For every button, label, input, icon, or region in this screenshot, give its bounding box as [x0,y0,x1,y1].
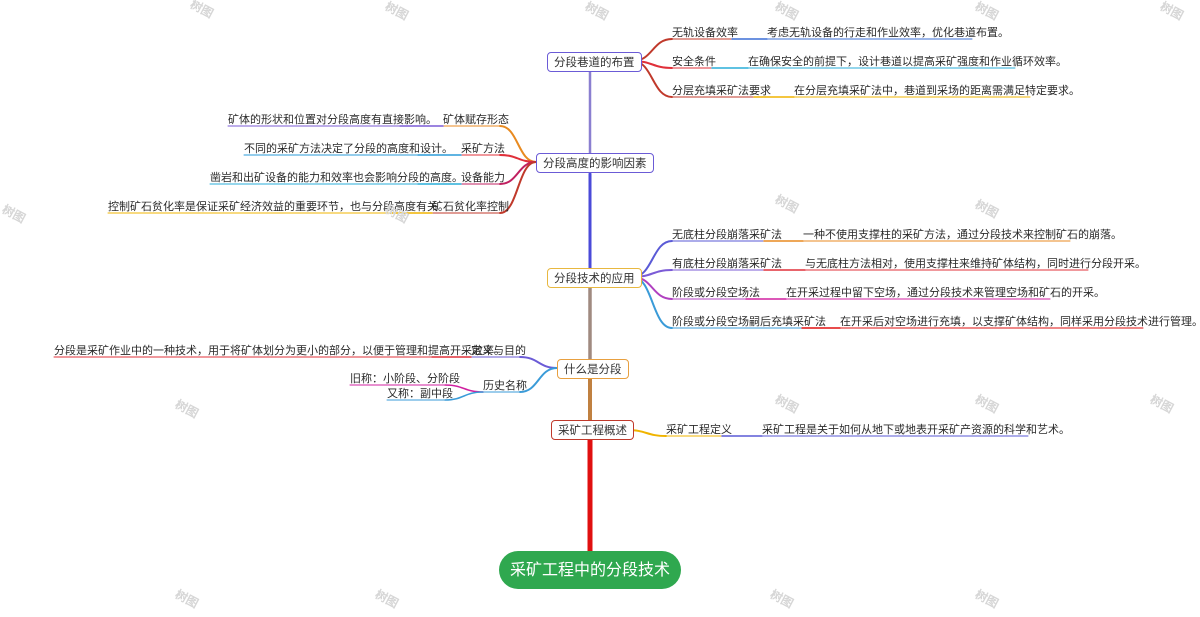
topic-orebody-form[interactable]: 矿体赋存形态 [443,113,509,126]
branch-layout[interactable]: 分段巷道的布置 [547,52,642,72]
branch-application[interactable]: 分段技术的应用 [547,268,642,288]
detail-old-name: 旧称：小阶段、分阶段 [350,372,460,385]
root-node[interactable]: 采矿工程中的分段技术 [499,551,681,589]
topic-dilution-control[interactable]: 矿石贫化率控制 [432,200,509,213]
connector-line [444,391,484,401]
detail-trackless-efficiency: 考虑无轨设备的行走和作业效率，优化巷道布置。 [767,26,1009,39]
detail-dilution-control: 控制矿石贫化率是保证采矿经济效益的重要环节，也与分段高度有关。 [108,200,449,213]
topic-equipment-capacity[interactable]: 设备能力 [461,171,505,184]
branch-what-is[interactable]: 什么是分段 [557,359,629,379]
topic-cut-fill-requirement[interactable]: 分层充填采矿法要求 [672,84,771,97]
connector-line [499,125,537,163]
connector-line [499,161,537,214]
connector-line [519,367,558,393]
connector-line [519,356,558,369]
connector-line [499,161,537,185]
topic-open-stoping-backfill[interactable]: 阶段或分段空场嗣后充填采矿法 [672,315,826,328]
connector-line [499,154,537,163]
detail-alias: 又称：副中段 [387,387,453,400]
topic-historical-names[interactable]: 历史名称 [483,379,527,392]
detail-sublevel-caving-nopillar: 一种不使用支撑柱的采矿方法，通过分段技术来控制矿石的崩落。 [803,228,1122,241]
topic-sublevel-caving-pillar[interactable]: 有底柱分段崩落采矿法 [672,257,782,270]
topic-trackless-efficiency[interactable]: 无轨设备效率 [672,26,738,39]
branch-overview[interactable]: 采矿工程概述 [551,420,634,440]
detail-cut-fill-requirement: 在分层充填采矿法中，巷道到采场的距离需满足特定要求。 [794,84,1080,97]
branch-height-factors[interactable]: 分段高度的影响因素 [536,153,654,173]
detail-open-stoping: 在开采过程中留下空场，通过分段技术来管理空场和矿石的开采。 [786,286,1105,299]
detail-mining-method: 不同的采矿方法决定了分段的高度和设计。 [244,142,453,155]
topic-sublevel-caving-nopillar[interactable]: 无底柱分段崩落采矿法 [672,228,782,241]
detail-mining-definition: 采矿工程是关于如何从地下或地表开采矿产资源的科学和艺术。 [762,423,1070,436]
topic-safety[interactable]: 安全条件 [672,55,716,68]
detail-sublevel-caving-pillar: 与无底柱方法相对，使用支撑柱来维持矿体结构，同时进行分段开采。 [805,257,1146,270]
topic-mining-definition[interactable]: 采矿工程定义 [666,423,732,436]
detail-open-stoping-backfill: 在开采后对空场进行充填，以支撑矿体结构，同样采用分段技术进行管理。 [840,315,1200,328]
detail-definition-purpose: 分段是采矿作业中的一种技术，用于将矿体划分为更小的部分，以便于管理和提高开采效率… [54,344,505,357]
topic-definition-purpose[interactable]: 定义与目的 [471,344,526,357]
topic-open-stoping[interactable]: 阶段或分段空场法 [672,286,760,299]
detail-safety: 在确保安全的前提下，设计巷道以提高采矿强度和作业循环效率。 [748,55,1067,68]
topic-mining-method[interactable]: 采矿方法 [461,142,505,155]
detail-equipment-capacity: 凿岩和出矿设备的能力和效率也会影响分段的高度。 [210,171,463,184]
detail-orebody-form: 矿体的形状和位置对分段高度有直接影响。 [228,113,437,126]
